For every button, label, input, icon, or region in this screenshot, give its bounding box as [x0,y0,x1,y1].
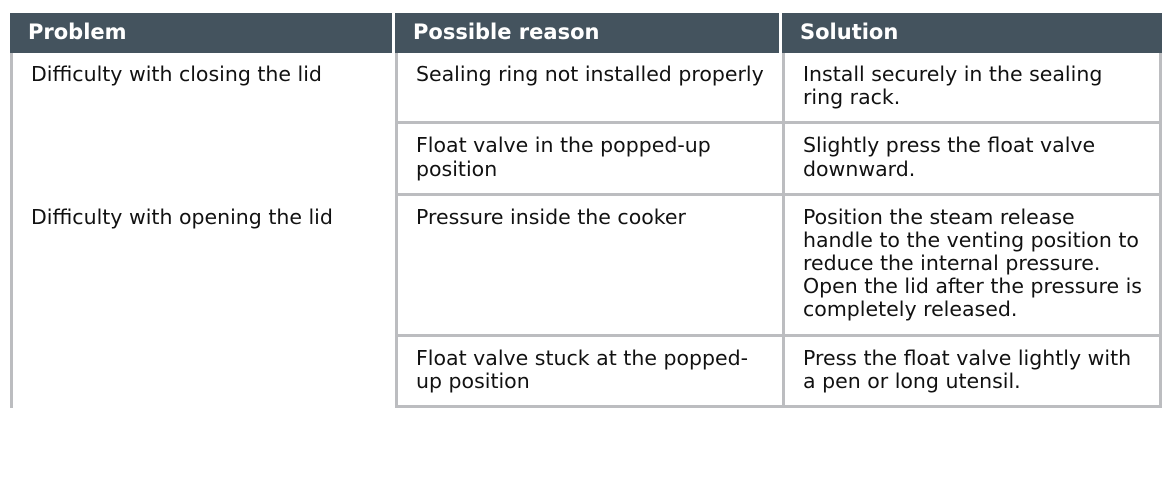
cell-solution: Position the steam release handle to the… [782,195,1162,337]
troubleshooting-table: Problem Possible reason Solution Difficu… [10,13,1162,408]
cell-reason: Sealing ring not installed properly [395,53,782,125]
table-header-row: Problem Possible reason Solution [10,13,1162,54]
cell-problem: Difficulty with closing the lid [10,53,395,196]
cell-problem: Difficulty with opening the lid [10,195,395,408]
table-row: Float valve stuck at the popped-up posit… [10,336,1162,408]
column-header-problem: Problem [10,13,395,54]
cell-solution: Slightly press the float valve downward. [782,124,1162,196]
cell-reason: Float valve stuck at the popped-up posit… [395,336,782,408]
cell-reason: Float valve in the popped-up position [395,124,782,196]
cell-reason: Pressure inside the cooker [395,195,782,337]
table-body: Difficulty with closing the lid Sealing … [10,53,1162,408]
table-row: Difficulty with opening the lid Pressure… [10,195,1162,408]
cell-solution: Press the float valve lightly with a pen… [782,336,1162,408]
table-header: Problem Possible reason Solution [10,13,1162,54]
column-header-reason: Possible reason [395,13,782,54]
column-header-solution: Solution [782,13,1162,54]
cell-solution: Install securely in the sealing ring rac… [782,53,1162,125]
table-row: Difficulty with closing the lid Sealing … [10,53,1162,196]
table-row: Float valve in the popped-up position Sl… [10,124,1162,196]
